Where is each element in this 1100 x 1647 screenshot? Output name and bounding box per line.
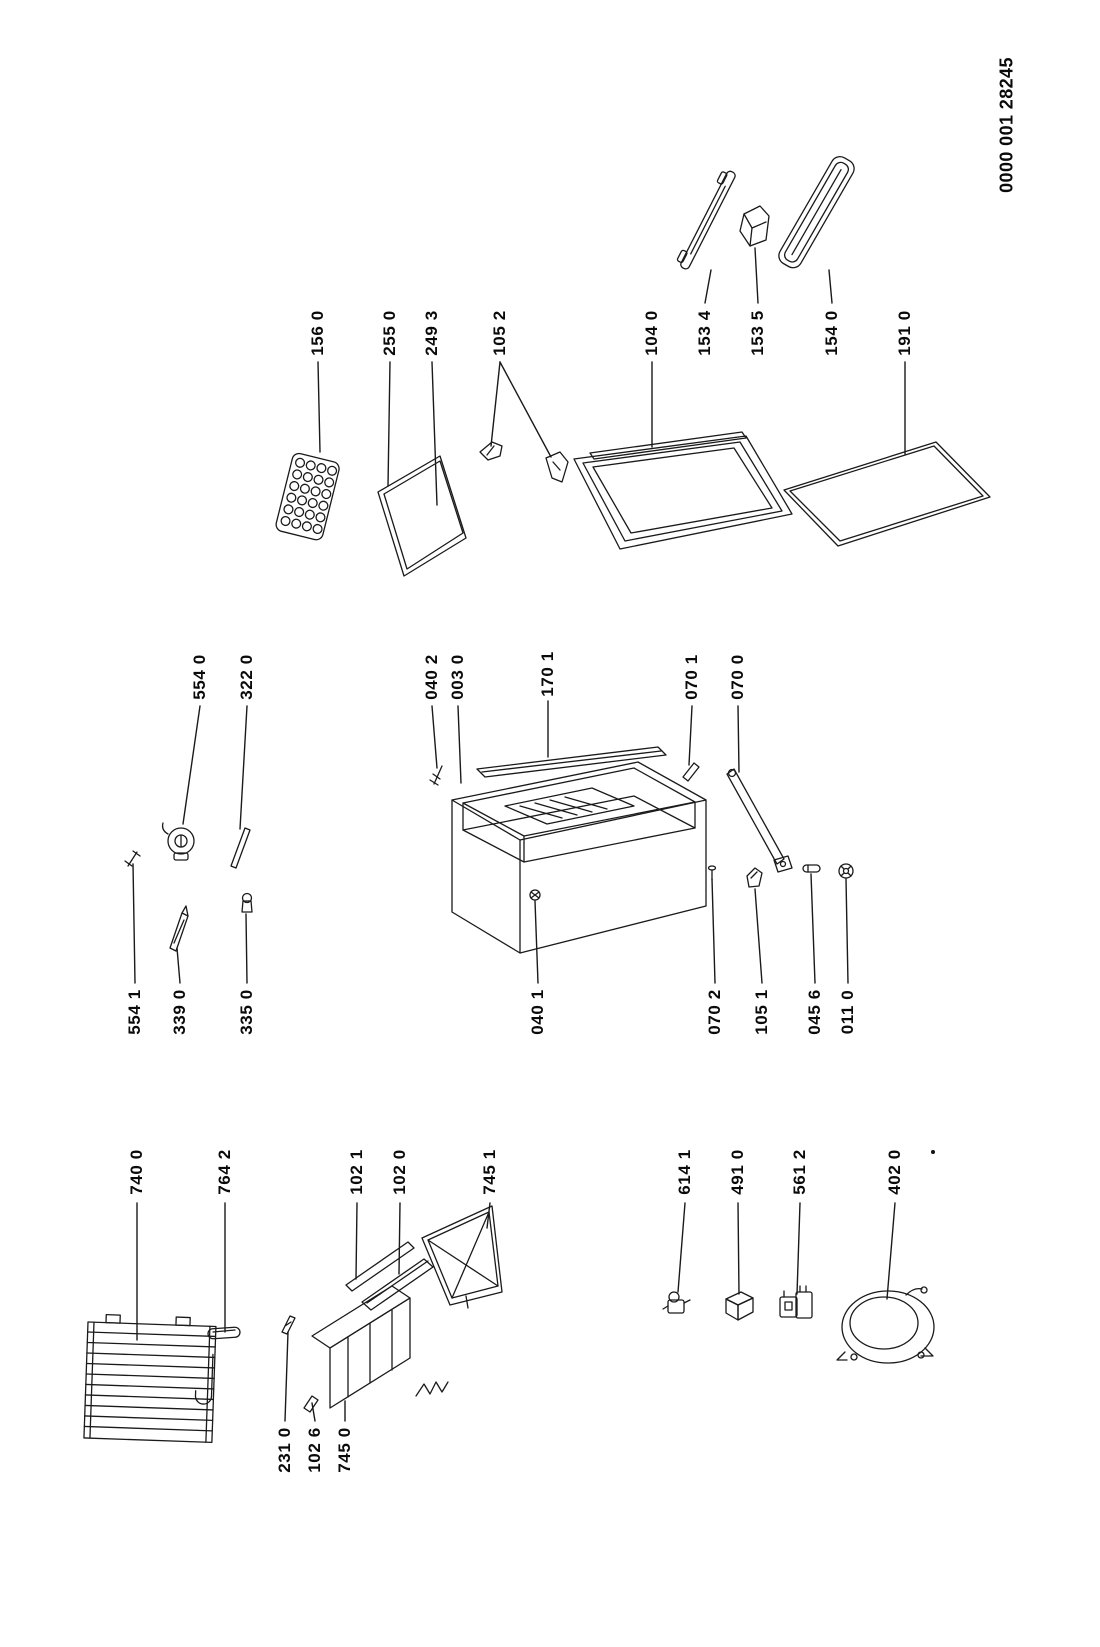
- part-label-339-0: 339 0: [170, 989, 189, 1035]
- leader-lines: [132, 247, 906, 1422]
- document-code: 0000 001 28245: [996, 57, 1017, 193]
- part-191-0-drawing: [783, 441, 991, 547]
- part-105-2-drawing: [479, 441, 569, 483]
- part-label-335-0: 335 0: [237, 989, 256, 1035]
- part-740-0-drawing: [83, 1313, 217, 1444]
- part-154-0-drawing: [778, 155, 855, 269]
- part-label-070-1: 070 1: [682, 654, 701, 700]
- part-339-0-drawing: [169, 905, 189, 952]
- part-label-070-2: 070 2: [705, 989, 724, 1035]
- part-170-1-drawing: [476, 746, 667, 778]
- part-label-153-4: 153 4: [695, 310, 714, 356]
- part-040-1-drawing: [529, 889, 541, 901]
- part-011-0-drawing: [838, 863, 854, 879]
- part-label-104-0: 104 0: [642, 310, 661, 356]
- part-102-1-drawing: [345, 1241, 415, 1292]
- part-label-740-0: 740 0: [127, 1149, 146, 1195]
- part-label-764-2: 764 2: [215, 1149, 234, 1195]
- part-745-0-drawing: [311, 1285, 411, 1409]
- part-402-0-drawing: [836, 1286, 935, 1364]
- part-label-154-0: 154 0: [822, 310, 841, 356]
- part-255-0-drawing: [377, 455, 467, 577]
- part-561-2-drawing: [779, 1285, 813, 1319]
- part-label-402-0: 402 0: [885, 1149, 904, 1195]
- part-045-6-drawing: [802, 864, 821, 873]
- part-label-554-0: 554 0: [190, 654, 209, 700]
- part-153-5-drawing: [739, 205, 770, 247]
- part-label-070-0: 070 0: [728, 654, 747, 700]
- part-label-102-0: 102 0: [390, 1149, 409, 1195]
- part-label-040-1: 040 1: [528, 989, 547, 1035]
- part-label-561-2: 561 2: [790, 1149, 809, 1195]
- part-003-0-drawing: [451, 761, 707, 954]
- part-label-105-1: 105 1: [752, 989, 771, 1035]
- part-153-4-drawing: [676, 170, 736, 270]
- part-label-102-1: 102 1: [347, 1149, 366, 1195]
- part-104-0-drawing: [573, 431, 793, 550]
- part-label-745-0: 745 0: [335, 1427, 354, 1473]
- part-label-554-1: 554 1: [125, 989, 144, 1035]
- part-label-102-6: 102 6: [305, 1427, 324, 1473]
- part-label-003-0: 003 0: [448, 654, 467, 700]
- part-label-156-0: 156 0: [308, 310, 327, 356]
- part-label-170-1: 170 1: [538, 651, 557, 697]
- part-label-322-0: 322 0: [237, 654, 256, 700]
- part-231-0-drawing: [281, 1315, 296, 1335]
- stray-dot: [931, 1150, 935, 1154]
- part-label-231-0: 231 0: [275, 1427, 294, 1473]
- part-322-0-drawing: [230, 827, 251, 869]
- part-label-191-0: 191 0: [895, 310, 914, 356]
- part-554-1-drawing: [124, 850, 141, 867]
- part-614-1-drawing: [662, 1291, 691, 1314]
- part-554-0-drawing: [161, 822, 195, 861]
- part-label-491-0: 491 0: [728, 1149, 747, 1195]
- part-070-2-drawing: [707, 865, 717, 881]
- part-label-153-5: 153 5: [748, 310, 767, 356]
- part-label-105-2: 105 2: [490, 310, 509, 356]
- part-070-0-drawing: [726, 768, 793, 873]
- part-156-0-drawing: [275, 452, 340, 541]
- part-label-255-0: 255 0: [380, 310, 399, 356]
- part-040-2-drawing: [429, 765, 443, 786]
- part-070-1-drawing: [682, 762, 700, 782]
- part-label-249-3: 249 3: [422, 310, 441, 356]
- part-745-1-drawing: [421, 1205, 503, 1309]
- part-764-2-drawing: [207, 1326, 241, 1340]
- part-491-0-drawing: [725, 1291, 754, 1321]
- part-105-1-drawing: [746, 867, 763, 888]
- part-label-614-1: 614 1: [675, 1149, 694, 1195]
- part-102-6-drawing: [303, 1395, 319, 1413]
- part-label-745-1: 745 1: [480, 1149, 499, 1195]
- part-label-011-0: 011 0: [838, 989, 857, 1035]
- part-sensor-spring-drawing: [415, 1381, 449, 1397]
- part-335-0-drawing: [241, 892, 253, 913]
- part-label-040-2: 040 2: [422, 654, 441, 700]
- part-label-045-6: 045 6: [805, 989, 824, 1035]
